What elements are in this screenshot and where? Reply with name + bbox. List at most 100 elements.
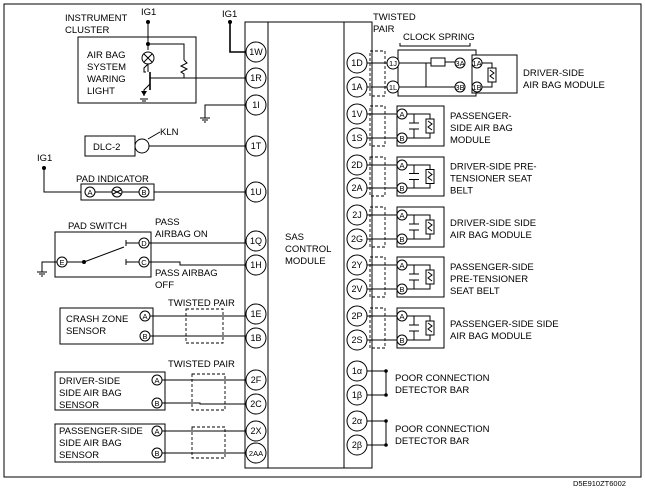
- pin-2P: 2P: [346, 305, 368, 327]
- ig1-top: IG1: [222, 9, 246, 53]
- ig1-label-top: IG1: [222, 9, 237, 20]
- pin-2AA: 2AA: [245, 442, 267, 464]
- svg-text:B: B: [154, 449, 159, 458]
- output-label-line: TENSIONER SEAT: [450, 174, 532, 185]
- pin-2C: 2C: [245, 393, 267, 415]
- output-label-line: MODULE: [450, 135, 491, 146]
- kln-label: KLN: [160, 127, 179, 138]
- svg-text:DETECTOR BAR: DETECTOR BAR: [395, 436, 469, 447]
- svg-text:DRIVER-SIDE: DRIVER-SIDE: [523, 68, 584, 79]
- svg-text:A: A: [87, 188, 92, 197]
- driver-air-bag-circuit: TWISTED PAIR CLOCK SPRING 1J 1L 3A 3B 1A…: [367, 12, 605, 97]
- pin-2A: 2A: [346, 177, 368, 199]
- module-label-3: MODULE: [285, 256, 326, 267]
- pin-1V: 1V: [346, 103, 368, 125]
- svg-text:1R: 1R: [250, 73, 262, 83]
- output-label-line: AIR BAG MODULE: [450, 331, 532, 342]
- poor-connection-detector-1: POOR CONNECTION DETECTOR BAR: [367, 369, 490, 397]
- pin-1H: 1H: [245, 254, 267, 276]
- output-label-line: AIR BAG MODULE: [450, 230, 532, 241]
- svg-text:A: A: [399, 161, 404, 170]
- svg-text:1E: 1E: [250, 309, 261, 319]
- driver-side-air-bag-sensor: TWISTED PAIR DRIVER-SIDE SIDE AIR BAG SE…: [54, 359, 246, 411]
- pin-2alpha: 2α: [346, 410, 368, 432]
- pin-2Y: 2Y: [346, 254, 368, 276]
- ground-1I: [200, 104, 246, 123]
- svg-text:2α: 2α: [352, 416, 362, 426]
- pin-2D: 2D: [346, 154, 368, 176]
- pin-2beta: 2β: [346, 434, 368, 456]
- svg-text:POOR CONNECTION: POOR CONNECTION: [395, 424, 490, 435]
- svg-text:B: B: [141, 188, 146, 197]
- svg-text:PAIR: PAIR: [373, 24, 395, 35]
- svg-text:1J: 1J: [389, 59, 397, 68]
- pin-2F: 2F: [245, 369, 267, 391]
- pin-1R: 1R: [245, 67, 267, 89]
- ig1-label-cluster: IG1: [141, 7, 156, 18]
- pad-switch-label: PAD SWITCH: [68, 221, 127, 232]
- svg-text:A: A: [399, 261, 404, 270]
- svg-text:PASSENGER-SIDE: PASSENGER-SIDE: [59, 426, 143, 437]
- svg-text:1I: 1I: [252, 100, 260, 110]
- svg-text:WARING: WARING: [87, 74, 126, 85]
- svg-text:PASS: PASS: [155, 217, 180, 228]
- svg-text:A: A: [399, 110, 404, 119]
- output-label-line: DRIVER-SIDE PRE-: [450, 162, 537, 173]
- svg-text:OFF: OFF: [155, 280, 174, 291]
- module-label-2: CONTROL: [285, 244, 331, 255]
- svg-text:B: B: [399, 134, 404, 143]
- svg-text:2X: 2X: [250, 426, 261, 436]
- pin-2G: 2G: [346, 228, 368, 250]
- svg-text:AIRBAG ON: AIRBAG ON: [155, 229, 208, 240]
- pin-1alpha: 1α: [346, 360, 368, 382]
- svg-text:AIR BAG: AIR BAG: [87, 50, 126, 61]
- diagram-frame: [3, 3, 642, 478]
- svg-text:1T: 1T: [251, 141, 262, 151]
- svg-text:2V: 2V: [351, 284, 362, 294]
- pin-1U: 1U: [245, 181, 267, 203]
- svg-text:SENSOR: SENSOR: [59, 400, 99, 411]
- svg-text:CRASH ZONE: CRASH ZONE: [66, 314, 128, 325]
- pin-2X: 2X: [245, 420, 267, 442]
- clock-spring-label: CLOCK SPRING: [403, 32, 475, 43]
- pin-1D: 1D: [346, 52, 368, 74]
- svg-text:E: E: [59, 258, 64, 267]
- svg-text:1A: 1A: [472, 59, 481, 68]
- svg-text:TWISTED: TWISTED: [373, 12, 416, 23]
- right-pins: 1D 1A 1V 1S 2D 2A 2J 2G 2Y 2V 2P 2S 1α 1…: [346, 52, 368, 456]
- svg-text:PASS AIRBAG: PASS AIRBAG: [155, 268, 218, 279]
- svg-text:SIDE AIR BAG: SIDE AIR BAG: [59, 388, 122, 399]
- svg-text:B: B: [154, 399, 159, 408]
- svg-text:A: A: [154, 376, 159, 385]
- svg-text:1W: 1W: [249, 47, 263, 57]
- ig1-label-pad: IG1: [37, 153, 52, 164]
- pad-indicator-label: PAD INDICATOR: [76, 174, 149, 185]
- svg-text:D: D: [141, 239, 147, 248]
- svg-text:1Q: 1Q: [250, 236, 262, 246]
- left-pins: 1W 1R 1I 1T 1U 1Q 1H 1E 1B 2F 2C 2X 2AA: [245, 41, 267, 464]
- svg-text:2P: 2P: [351, 311, 362, 321]
- output-label-line: SEAT BELT: [450, 286, 500, 297]
- svg-text:2F: 2F: [251, 375, 262, 385]
- pin-1A: 1A: [346, 76, 368, 98]
- svg-text:1B: 1B: [472, 83, 481, 92]
- pin-1B: 1B: [245, 327, 267, 349]
- svg-text:AIR BAG MODULE: AIR BAG MODULE: [523, 80, 605, 91]
- svg-text:3A: 3A: [455, 59, 464, 68]
- pin-1beta: 1β: [346, 384, 368, 406]
- svg-text:2C: 2C: [250, 399, 262, 409]
- module-label-1: SAS: [285, 232, 304, 243]
- svg-text:A: A: [399, 211, 404, 220]
- pin-1W: 1W: [245, 41, 267, 63]
- svg-text:2J: 2J: [352, 210, 362, 220]
- pad-switch: PAD SWITCH E D C PASS AIRBAG ON PASS AIR…: [37, 217, 246, 291]
- svg-text:1α: 1α: [352, 366, 362, 376]
- svg-text:2G: 2G: [351, 234, 363, 244]
- svg-text:1β: 1β: [352, 390, 362, 400]
